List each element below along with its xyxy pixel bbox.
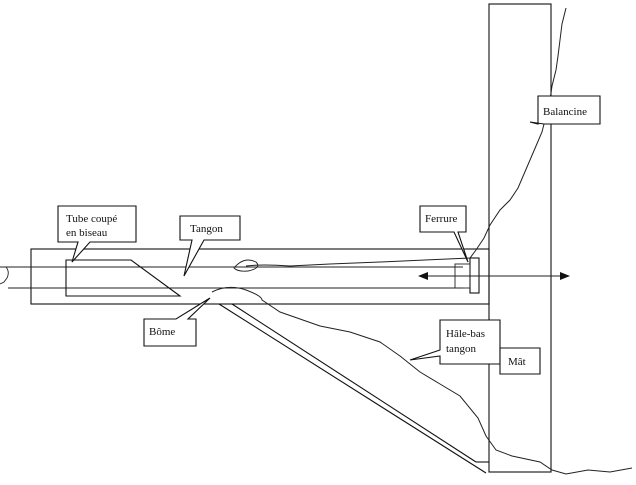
callout-balancine: Balancine bbox=[529, 95, 601, 125]
label-tube-coupe-line1: Tube coupé bbox=[66, 213, 117, 225]
label-mat: Mât bbox=[508, 356, 526, 368]
movement-arrow-head-left bbox=[418, 272, 428, 280]
callout-hale-bas: Hâle-bas tangon bbox=[409, 319, 501, 365]
movement-arrow-head-right bbox=[560, 272, 570, 280]
label-bome: Bôme bbox=[149, 326, 175, 338]
callout-tangon: Tangon bbox=[179, 215, 241, 277]
label-tangon: Tangon bbox=[190, 223, 223, 235]
downhaul-rope bbox=[211, 286, 633, 475]
label-hale-bas-line2: tangon bbox=[446, 343, 476, 355]
label-balancine: Balancine bbox=[543, 106, 587, 118]
mast bbox=[488, 3, 552, 473]
strut-upper-line bbox=[231, 303, 477, 463]
topping-lift-rope bbox=[245, 7, 567, 267]
callout-mat: Mât bbox=[499, 347, 541, 375]
label-tube-coupe-line2: en biseau bbox=[66, 227, 108, 239]
callout-bome: Bôme bbox=[143, 297, 211, 347]
label-ferrure: Ferrure bbox=[425, 213, 457, 225]
callout-ferrure: Ferrure bbox=[419, 205, 469, 263]
topping-lift-knot bbox=[233, 259, 259, 272]
bevel-cut-tube bbox=[65, 259, 182, 297]
mast-fitting-plate bbox=[469, 257, 480, 294]
pole-end-fitting bbox=[0, 266, 9, 285]
boom bbox=[30, 248, 490, 305]
strut-lower-line bbox=[218, 303, 487, 474]
callout-tube-coupe: Tube coupé en biseau bbox=[57, 205, 137, 263]
label-hale-bas-line1: Hâle-bas bbox=[446, 328, 485, 340]
